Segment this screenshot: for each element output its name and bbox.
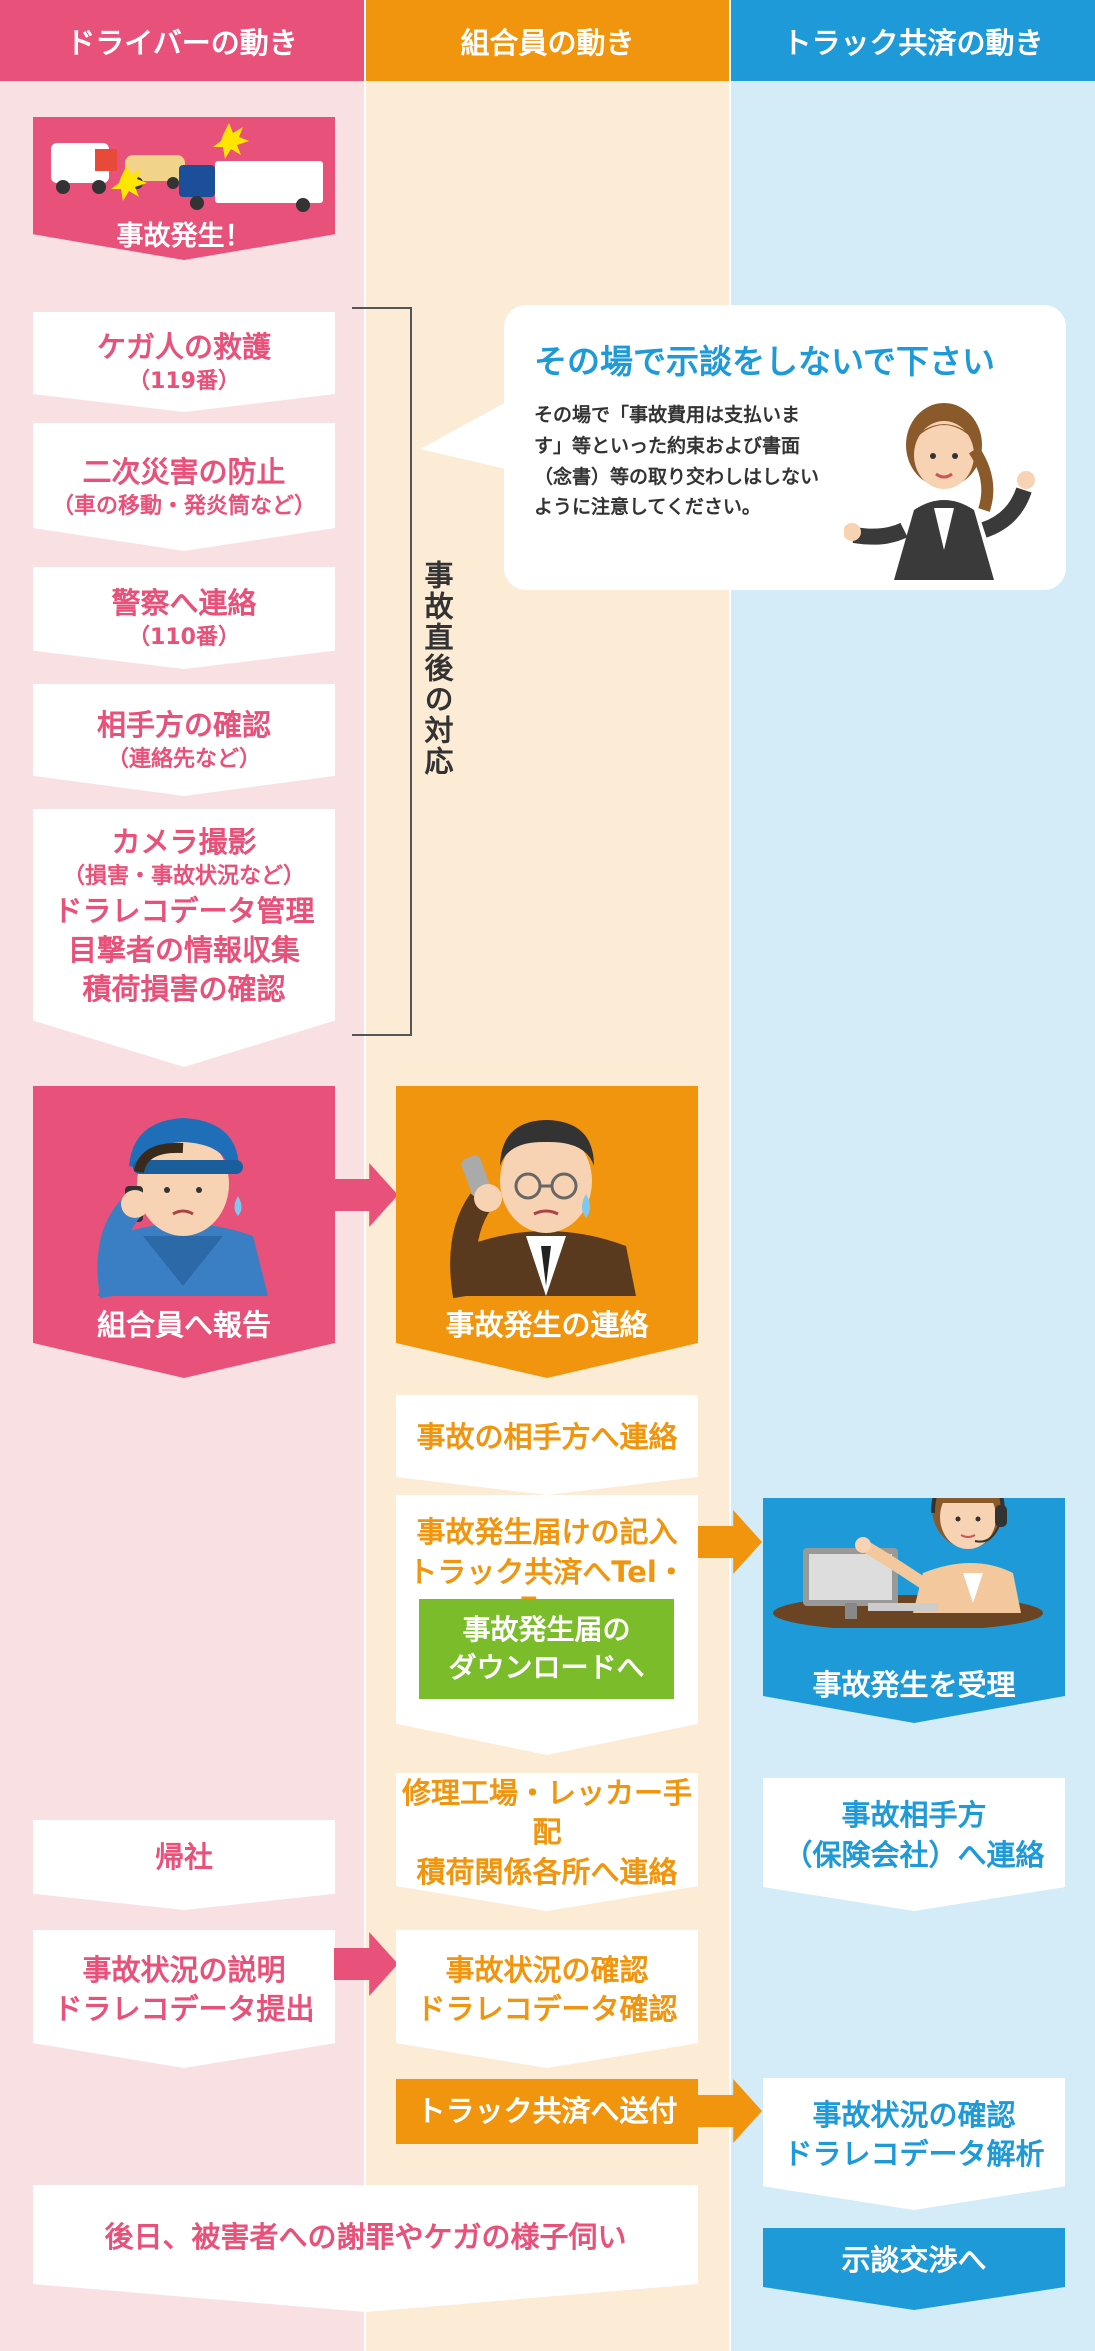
notice-bubble: その場で示談をしないで下さい その場で「事故費用は支払います」等といった約束およ… <box>504 305 1066 590</box>
return-text: 帰社 <box>154 1840 213 1875</box>
driver-phone-illustration <box>97 1118 268 1299</box>
driver-step-return: 帰社 <box>33 1820 335 1910</box>
member-step-form: 事故発生届けの記入 トラック共済へTel・Fax 事故発生届の ダウンロードへ <box>396 1495 698 1755</box>
driver-report-box: 組合員へ報告 <box>33 1086 335 1378</box>
kyosai-column-header: トラック共済の動き <box>731 0 1095 81</box>
driver-step-explain: 事故状況の説明 ドラレコデータ提出 <box>33 1930 335 2068</box>
camera-line-2: （損害・事故状況など） <box>62 864 305 890</box>
send-text: トラック共済へ送付 <box>416 2093 678 2128</box>
step-injured-rescue: ケガ人の救護 （119番） <box>33 312 335 412</box>
repair-line-2: 積荷関係各所へ連絡 <box>416 1854 678 1889</box>
other-line-1: 事故相手方 <box>841 1798 987 1833</box>
accident-label: 事故発生！ <box>116 220 252 252</box>
member-step-repair: 修理工場・レッカー手配 積荷関係各所へ連絡 <box>396 1773 698 1911</box>
driver-step-apology: 後日、被害者への謝罪やケガの様子伺い <box>33 2185 698 2312</box>
form-line-2: トラック共済へTel・Fax <box>408 1555 686 1625</box>
step-police-contact: 警察へ連絡 （110番） <box>33 567 335 669</box>
download-line-1: 事故発生届の <box>462 1613 631 1647</box>
accident-box: 事故発生！ <box>33 117 335 260</box>
member-column-header: 組合員の動き <box>366 0 729 81</box>
truck-crash-illustration <box>51 123 323 212</box>
form-line-1: 事故発生届けの記入 <box>416 1515 678 1549</box>
step-main: 警察へ連絡 <box>111 585 257 620</box>
response-bracket <box>352 307 412 1036</box>
member-step-contact-other-party: 事故の相手方へ連絡 <box>396 1395 698 1495</box>
operator-illustration <box>773 1498 1043 1628</box>
member-contact-label: 事故発生の連絡 <box>445 1308 649 1343</box>
kyosai-step-analysis: 事故状況の確認 ドラレコデータ解析 <box>763 2078 1065 2210</box>
step-main: 二次災害の防止 <box>82 454 286 489</box>
camera-line-1: カメラ撮影 <box>111 825 257 859</box>
step-main: ケガ人の救護 <box>96 329 271 364</box>
member-step-send: トラック共済へ送付 <box>396 2079 698 2144</box>
analysis-line-1: 事故状況の確認 <box>812 2097 1016 2132</box>
camera-line-5: 積荷損害の確認 <box>82 972 286 1007</box>
apology-text: 後日、被害者への謝罪やケガの様子伺い <box>104 2219 627 2254</box>
kyosai-step-other-party: 事故相手方 （保険会社）へ連絡 <box>763 1778 1065 1911</box>
step-secondary-prevention: 二次災害の防止 （車の移動・発炎筒など） <box>33 423 335 551</box>
member-phone-illustration <box>450 1120 636 1299</box>
driver-report-label: 組合員へ報告 <box>96 1308 271 1343</box>
explain-line-1: 事故状況の説明 <box>82 1952 286 1987</box>
driver-column-header: ドライバーの動き <box>0 0 364 81</box>
step-main: 相手方の確認 <box>96 707 271 742</box>
staff-woman-illustration <box>844 403 1035 580</box>
step-sub: （車の移動・発炎筒など） <box>51 493 316 519</box>
member-step-confirm: 事故状況の確認 ドラレコデータ確認 <box>396 1930 698 2068</box>
step-sub: （連絡先など） <box>106 746 261 772</box>
step-other-party-check: 相手方の確認 （連絡先など） <box>33 684 335 796</box>
notice-title: その場で示談をしないで下さい <box>534 342 996 381</box>
camera-line-4: 目撃者の情報収集 <box>67 932 300 967</box>
step-camera-records: カメラ撮影 （損害・事故状況など） ドラレコデータ管理 目撃者の情報収集 積荷損… <box>33 809 335 1067</box>
bracket-label: 事故直後の対応 <box>420 560 454 777</box>
step-sub: （110番） <box>128 624 240 650</box>
notice-body: その場で「事故費用は支払います」等といった約束および書面（念書）等の取り交わしは… <box>534 404 820 519</box>
repair-line-1: 修理工場・レッカー手配 <box>401 1776 692 1850</box>
kyosai-receive-label: 事故発生を受理 <box>812 1668 1016 1703</box>
camera-line-3: ドラレコデータ管理 <box>53 893 315 928</box>
explain-line-2: ドラレコデータ提出 <box>53 1992 315 2026</box>
analysis-line-2: ドラレコデータ解析 <box>783 2137 1045 2171</box>
step-sub: （119番） <box>128 368 240 394</box>
member-contact-box: 事故発生の連絡 <box>396 1086 698 1378</box>
settle-text: 示談交渉へ <box>841 2243 987 2278</box>
confirm-line-2: ドラレコデータ確認 <box>416 1992 678 2026</box>
download-line-2: ダウンロードへ <box>448 1651 645 1684</box>
download-button[interactable]: 事故発生届の ダウンロードへ <box>419 1599 674 1699</box>
other-line-2: （保険会社）へ連絡 <box>783 1837 1045 1872</box>
kyosai-receive-box: 事故発生を受理 <box>763 1498 1065 1723</box>
confirm-line-1: 事故状況の確認 <box>445 1952 649 1987</box>
member-step-text: 事故の相手方へ連絡 <box>416 1420 678 1455</box>
